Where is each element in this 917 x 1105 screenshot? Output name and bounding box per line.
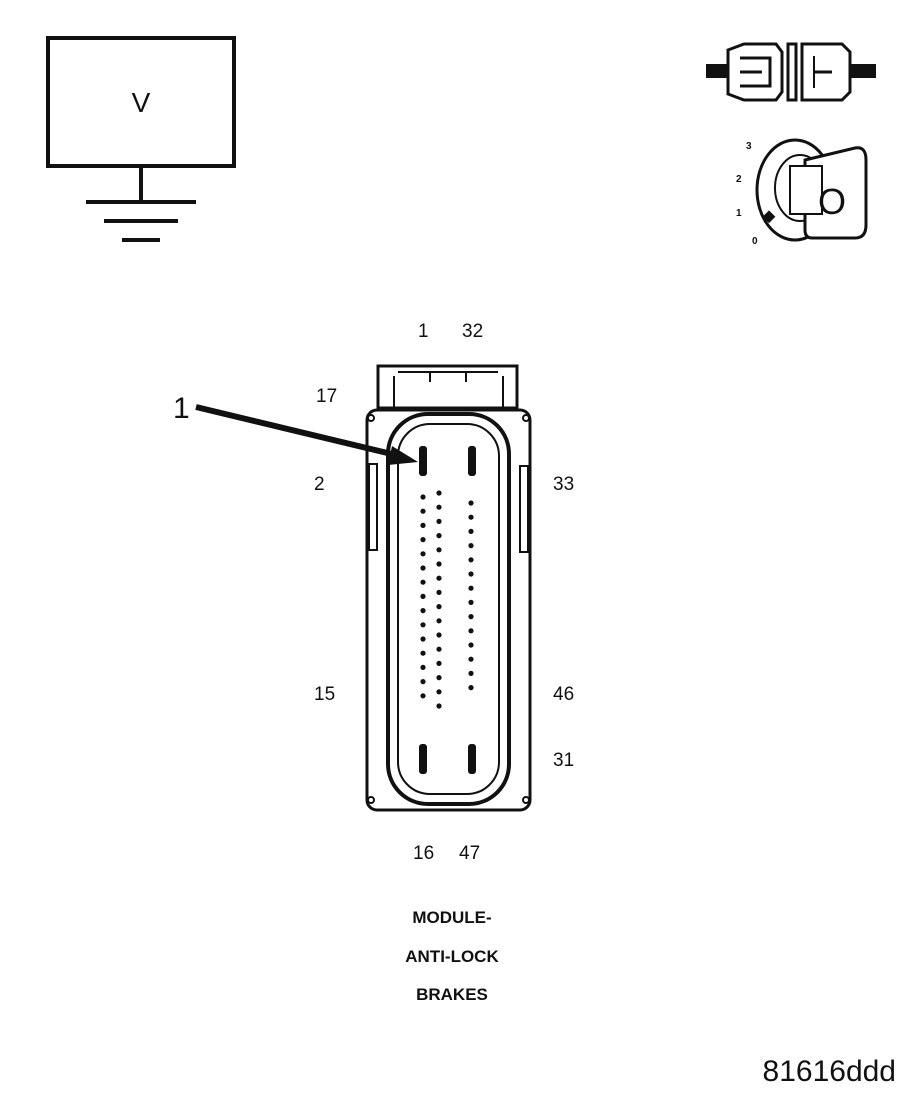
pin-hole <box>436 646 442 652</box>
pin-hole <box>436 547 442 553</box>
pin-hole <box>468 585 474 591</box>
large-terminal-top-right <box>468 446 476 476</box>
pin-hole <box>420 593 426 600</box>
callout-arrow <box>195 404 418 465</box>
pin-hole <box>468 642 474 648</box>
pin-hole <box>436 504 442 510</box>
pin-hole <box>436 533 442 539</box>
pin-hole <box>436 675 442 681</box>
pin-hole <box>420 679 426 685</box>
pin-hole <box>468 599 474 606</box>
pin-hole <box>436 618 442 624</box>
pin-hole <box>420 579 426 585</box>
connector-body <box>365 364 532 812</box>
pin-hole <box>436 632 442 638</box>
pin-hole <box>468 543 474 549</box>
pin-hole <box>436 660 442 667</box>
pin-hole <box>468 528 474 535</box>
module-title-line-2: ANTI-LOCK <box>405 947 499 966</box>
key-position-3: 3 <box>746 141 752 152</box>
pin-hole <box>468 670 474 677</box>
pin-label-2: 2 <box>314 474 325 495</box>
pin-hole <box>436 604 442 610</box>
large-terminal-top-left <box>419 446 427 476</box>
key-label: O <box>818 181 846 222</box>
callout-number: 1 <box>173 392 190 425</box>
voltmeter-symbol: V <box>46 36 236 242</box>
pin-hole <box>436 561 442 567</box>
pin-grid <box>420 490 474 709</box>
pin-hole <box>436 518 442 525</box>
pin-hole <box>468 685 474 691</box>
pin-hole <box>468 628 474 634</box>
pin-label-1: 1 <box>418 321 429 342</box>
pin-hole <box>420 608 426 614</box>
pin-label-17: 17 <box>316 386 337 407</box>
pin-label-46: 46 <box>553 684 574 705</box>
pin-label-15: 15 <box>314 684 335 705</box>
pin-hole <box>420 622 426 628</box>
voltmeter-label: V <box>132 87 151 118</box>
pin-hole <box>420 650 426 656</box>
pin-hole <box>468 656 474 662</box>
pin-hole <box>436 589 442 596</box>
pin-hole <box>436 490 442 496</box>
large-terminal-bottom-right <box>468 744 476 774</box>
pin-hole <box>468 500 474 506</box>
pin-hole <box>436 703 442 709</box>
pin-label-31: 31 <box>553 750 574 771</box>
pin-label-33: 33 <box>553 474 574 495</box>
key-position-0: 0 <box>752 236 758 247</box>
pin-hole <box>420 551 426 557</box>
pin-label-32: 32 <box>462 321 483 342</box>
pin-label-47: 47 <box>459 843 480 864</box>
pin-hole <box>420 664 426 671</box>
pin-hole <box>420 522 426 529</box>
disconnected-connector-icon <box>706 42 876 102</box>
pin-hole <box>468 557 474 563</box>
pin-hole <box>420 693 426 699</box>
pin-label-16: 16 <box>413 843 434 864</box>
key-position-2: 2 <box>736 174 742 185</box>
pin-hole <box>420 537 426 543</box>
ignition-key-icon: O 3 2 1 0 <box>736 138 868 247</box>
pin-hole <box>420 508 426 514</box>
pin-hole <box>420 636 426 642</box>
key-position-1: 1 <box>736 208 742 219</box>
figure-id: 81616ddd <box>763 1055 896 1088</box>
large-terminal-bottom-left <box>419 744 427 774</box>
pin-hole <box>468 571 474 577</box>
pin-hole <box>436 575 442 581</box>
pin-hole <box>436 689 442 695</box>
module-title-line-1: MODULE- <box>412 908 491 927</box>
pin-hole <box>468 514 474 520</box>
module-title-line-3: BRAKES <box>416 985 488 1004</box>
pin-hole <box>420 565 426 571</box>
pin-hole <box>420 494 426 500</box>
pin-hole <box>468 614 474 620</box>
